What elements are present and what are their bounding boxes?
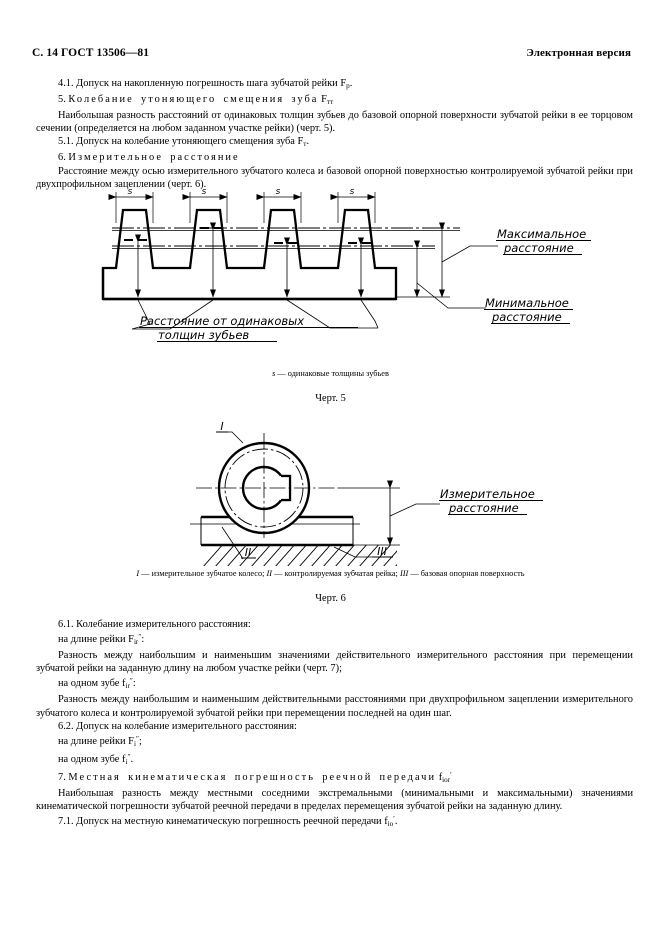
clause-4-1: 4.1. Допуск на накопленную погрешность ш… — [58, 78, 353, 90]
clause-5-paragraph: Наибольшая разность расстояний от одинак… — [36, 110, 633, 135]
fig5-label-max-line2: расстояние — [503, 241, 574, 255]
fig5-dim-s-3: s — [276, 188, 281, 197]
clause-7-1: 7.1. Допуск на местную кинематическую по… — [58, 815, 398, 829]
symbol-fir-double-prime: ir″ — [125, 677, 133, 691]
text-block-upper: 4.1. Допуск на накопленную погрешность ш… — [36, 77, 633, 191]
clause-6-1-heading: 6.1. Колебание измерительного расстояния… — [58, 619, 251, 630]
symbol-fio-prime: io′ — [387, 815, 395, 829]
clause-5-symbol: Fтт — [321, 94, 334, 107]
fig5-label-distance: Расстояние от одинаковых толщин зубьев — [139, 314, 358, 342]
clause-5-heading: 5. Колебание утоняющего смещения зуба Fт… — [36, 93, 633, 109]
clause-6-number: 6. — [58, 152, 69, 164]
symbol-Ftt-subscript: тт — [326, 98, 334, 107]
fig5-label-dist-line1: Расстояние от одинаковых — [140, 314, 304, 328]
figure-5-note-text: — одинаковые толщины зубьев — [275, 369, 389, 378]
fig6-hatching — [203, 545, 397, 566]
page-header: С. 14 ГОСТ 13506—81 Электронная версия — [32, 47, 631, 59]
figure-5-caption: Черт. 5 — [315, 393, 346, 404]
figure-6-note-III: III — [399, 569, 409, 578]
fig6-callout-I-text: I — [220, 420, 223, 433]
clause-5-1: 5.1. Допуск на колебание утоняющего смещ… — [58, 136, 310, 149]
fig6-label-measuring-distance: Измерительное расстояние — [439, 487, 543, 515]
fig6-label-meas-line1: Измерительное — [440, 487, 535, 501]
figure-6-note-I: I — [136, 569, 140, 578]
fig5-label-min-line2: расстояние — [491, 310, 562, 324]
symbol-Fp-subscript: p — [346, 82, 350, 90]
clause-7-symbol: fior′ — [438, 770, 452, 784]
fig5-dim-s-4: s — [350, 188, 355, 197]
clause-6-1-paragraph-1: Разность между наибольшим и наименьшим з… — [36, 650, 633, 675]
figure-6-caption: Черт. 6 — [315, 593, 346, 604]
clause-7-paragraph: Наибольшая разность между местными сосед… — [36, 788, 633, 813]
figure-6-note-I-text: — измерительное зубчатое колесо; — [139, 569, 267, 578]
fig6-callout-III-text: III — [377, 545, 387, 558]
figure-6-note-II: II — [266, 569, 273, 578]
text-block-lower: 6.1. Колебание измерительного расстояния… — [36, 618, 633, 831]
clause-6-2-heading: 6.2. Допуск на колебание измерительного … — [58, 720, 297, 732]
fig6-callout-II: II — [241, 546, 256, 559]
fig5-label-minimum: Минимальное расстояние — [484, 296, 573, 324]
clause-6-1-line-length: на длине рейки Fir″: — [58, 633, 145, 647]
figure-5: s s s s — [0, 188, 661, 404]
figure-6-note-II-text: — контролируемая зубчатая рейка; — [272, 569, 400, 578]
clause-7-title: Местная кинематическая погрешность реечн… — [68, 771, 437, 783]
clause-7-number: 7. — [58, 771, 69, 783]
figure-5-note-symbol: s — [272, 369, 276, 378]
symbol-fi-double-prime: i″ — [125, 752, 131, 766]
fig6-callout-III: III — [372, 545, 393, 558]
figure-5-drawing: s s s s — [101, 188, 591, 342]
figure-6-note-III-text: — базовая опорная поверхность — [408, 569, 525, 578]
clause-6-title: Измерительное расстояние — [68, 152, 240, 164]
figure-6-note: I — измерительное зубчатое колесо; II — … — [0, 569, 661, 578]
clause-6-2-line-length: на длине рейки Fi″; — [58, 734, 142, 748]
clause-6-1-paragraph-2: Разность между наибольшим и наименьшим д… — [36, 694, 633, 719]
clause-6-2-line-tooth: на одном зубе fi″. — [58, 752, 134, 766]
clause-7-heading: 7. Местная кинематическая погрешность ре… — [36, 769, 633, 787]
clause-5-number: 5. — [58, 94, 69, 106]
fig5-label-min-line1: Минимальное — [485, 296, 569, 310]
fig5-dim-s-1: s — [128, 188, 133, 197]
clause-6-heading: 6. Измерительное расстояние — [36, 151, 633, 164]
figure-6: Измерительное расстояние I II III — [0, 416, 661, 604]
symbol-Fir-double-prime: ir″ — [133, 633, 142, 647]
fig6-label-meas-line2: расстояние — [448, 501, 519, 515]
clause-6-paragraph: Расстояние между осью измерительного зуб… — [36, 165, 633, 190]
figure-5-note: s — одинаковые толщины зубьев — [0, 369, 661, 378]
clause-6-1-line-tooth: на одном зубе fir″: — [58, 677, 136, 691]
fig5-label-dist-line2: толщин зубьев — [158, 328, 249, 342]
clause-5-title: Колебание утоняющего смещения зуба — [68, 94, 319, 106]
fig5-label-max-line1: Максимальное — [497, 227, 586, 241]
electronic-version-watermark: Электронная версия — [526, 47, 631, 59]
fig5-dim-s-2: s — [202, 188, 207, 197]
fig6-callout-I: I — [216, 420, 228, 433]
page-number-label: С. 14 ГОСТ 13506—81 — [32, 47, 150, 59]
fig5-label-maximum: Максимальное расстояние — [496, 227, 591, 255]
symbol-Ft-subscript: т — [303, 140, 307, 149]
figure-6-drawing: Измерительное расстояние I II III — [190, 420, 543, 566]
fig6-callout-II-text: II — [245, 546, 252, 559]
symbol-Fi-double-prime: i″ — [133, 734, 139, 748]
